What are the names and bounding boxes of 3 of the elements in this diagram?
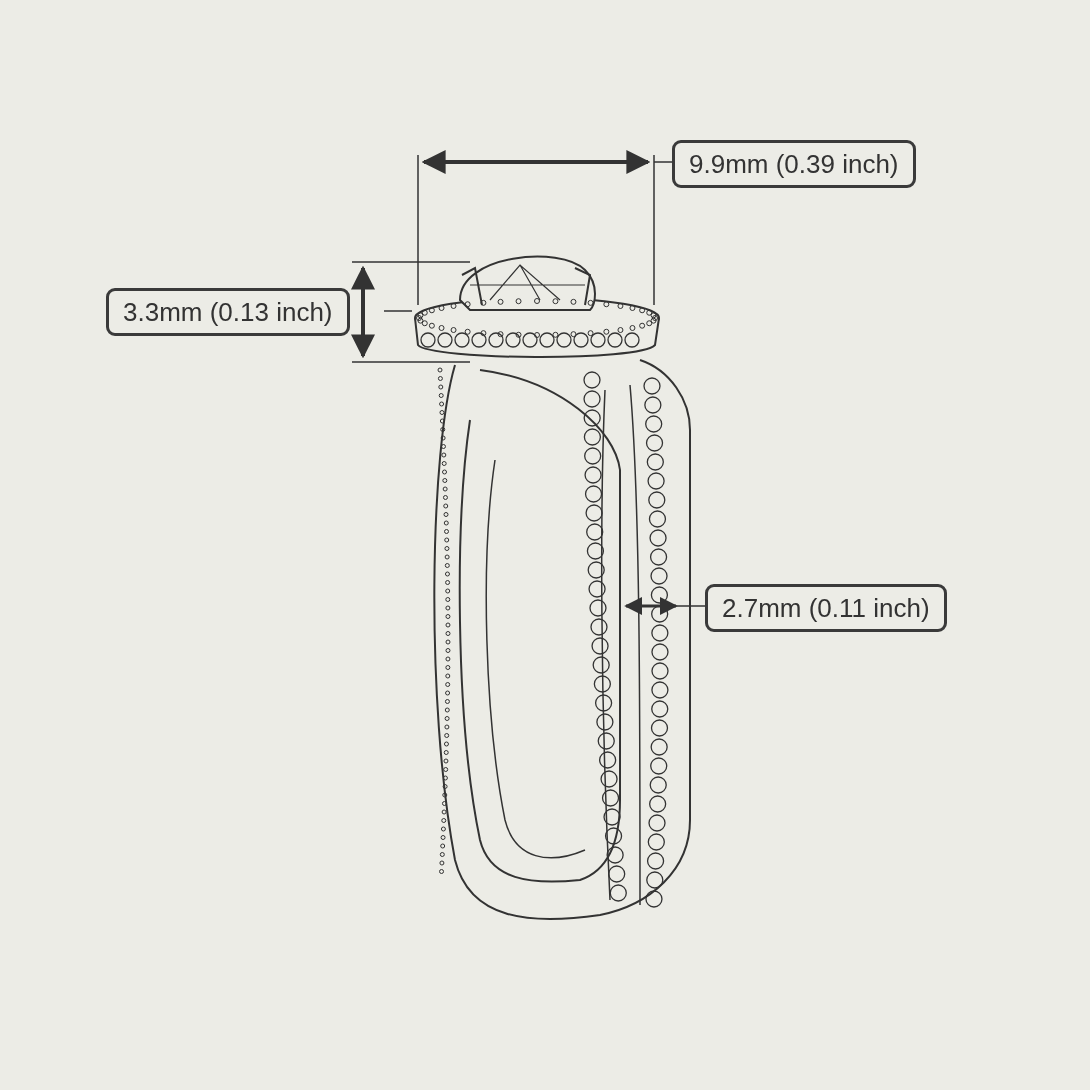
dimension-label: 3.3mm (0.13 inch) [106,288,350,336]
dimension-label: 2.7mm (0.11 inch) [705,584,947,632]
dimension-label: 9.9mm (0.39 inch) [672,140,916,188]
